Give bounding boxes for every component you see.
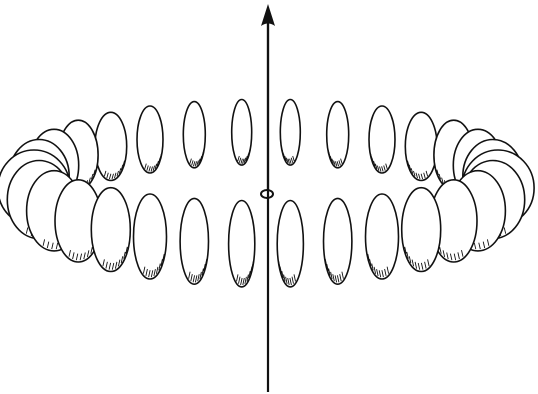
ring-element: [327, 102, 349, 168]
ring-element: [402, 188, 441, 272]
ring-element: [232, 100, 252, 166]
ring-element: [280, 100, 300, 166]
ring-element: [277, 201, 303, 287]
ring-element: [134, 194, 167, 279]
ring-element: [369, 106, 395, 173]
ring-element: [95, 112, 127, 180]
ring-element: [324, 198, 352, 284]
ring-element: [180, 198, 208, 284]
ring-element: [183, 102, 205, 168]
ring-element: [366, 194, 399, 279]
ring-element: [405, 112, 437, 180]
ring-element: [229, 201, 255, 287]
ring-element: [91, 188, 130, 272]
ring-element: [137, 106, 163, 173]
